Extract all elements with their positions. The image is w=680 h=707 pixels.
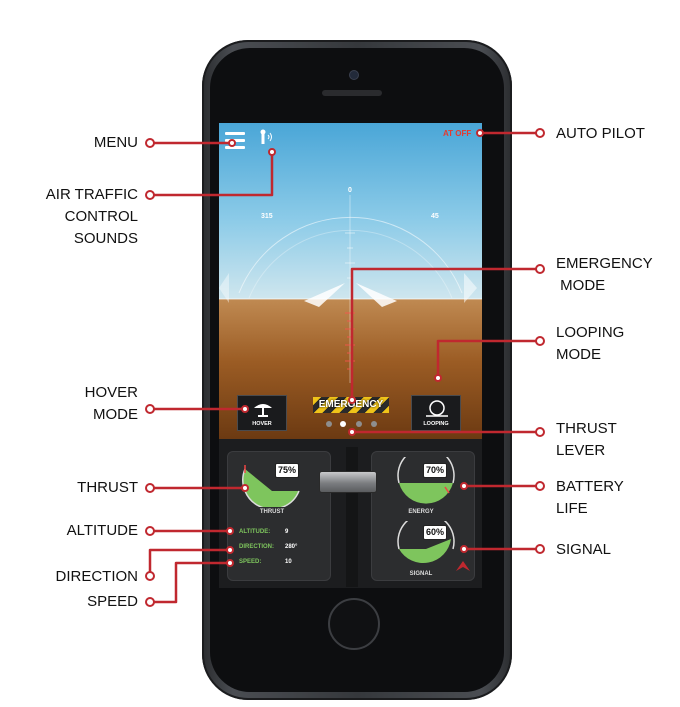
app-screen: 0 315 45 AT OFF HOVER EMERGENCY LOOPING … [219,123,482,588]
heading-left: 315 [261,213,273,220]
hover-icon [254,404,272,417]
callout-thrust: THRUST [77,479,138,496]
callout-battery-1: BATTERY [556,478,624,495]
callout-emergency-2: MODE [556,277,606,294]
energy-gauge [397,457,455,504]
thrust-percent: 75% [275,463,299,478]
hover-label: HOVER [252,421,272,427]
page-dot-2[interactable] [340,421,346,427]
callout-altitude: ALTITUDE [66,522,138,539]
looping-label: LOOPING [423,421,449,427]
heading-center: 0 [348,187,352,194]
callout-air-traffic-1: AIR TRAFFIC [45,186,138,203]
callout-looping-1: LOOPING [556,324,625,341]
attitude-indicator [219,195,477,383]
air-traffic-sound-icon[interactable] [259,129,273,145]
speed-key: SPEED: [239,559,262,565]
callout-battery-2: LIFE [556,500,588,517]
horizon-line [219,298,482,300]
looping-icon [426,400,448,417]
altitude-key: ALTITUDE: [239,529,271,535]
signal-label: SIGNAL [409,571,433,577]
callout-menu: MENU [93,134,138,151]
page-dot-3[interactable] [356,421,362,427]
earpiece-speaker [322,90,382,96]
callout-auto-pilot: AUTO PILOT [556,125,645,142]
looping-mode-button[interactable]: LOOPING [411,395,461,431]
thrust-lever-handle[interactable] [319,471,377,493]
hover-mode-button[interactable]: HOVER [237,395,287,431]
signal-percent: 60% [423,525,447,540]
heading-right: 45 [431,213,439,220]
callout-direction: DIRECTION [55,568,139,585]
energy-percent: 70% [423,463,447,478]
callout-thrust-lever-1: THRUST [556,420,617,437]
callout-air-traffic-2: CONTROL [64,208,138,225]
altitude-value: 9 [285,529,289,535]
page-dot-1[interactable] [326,421,332,427]
direction-key: DIRECTION: [239,544,274,550]
energy-label: ENERGY [408,509,434,515]
speed-value: 10 [285,559,292,565]
callout-thrust-lever-2: LEVER [556,442,606,459]
front-camera [349,70,359,80]
callout-emergency-1: EMERGENCY [556,255,653,272]
thrust-gauge [242,465,300,507]
callout-hover-2: MODE [93,406,138,423]
callout-hover-1: HOVER [84,384,138,401]
callout-speed: SPEED [87,593,138,610]
direction-value: 280° [285,544,298,550]
thrust-label: THRUST [259,509,285,515]
signal-gauge [397,521,455,564]
emergency-button[interactable]: EMERGENCY [313,397,389,413]
callout-signal: SIGNAL [556,541,612,558]
home-button[interactable] [328,598,380,650]
autopilot-toggle[interactable]: AT OFF [443,129,472,138]
callout-looping-2: MODE [556,346,601,363]
signal-icon [456,561,470,571]
callout-air-traffic-3: SOUNDS [73,230,138,247]
page-dot-4[interactable] [371,421,377,427]
